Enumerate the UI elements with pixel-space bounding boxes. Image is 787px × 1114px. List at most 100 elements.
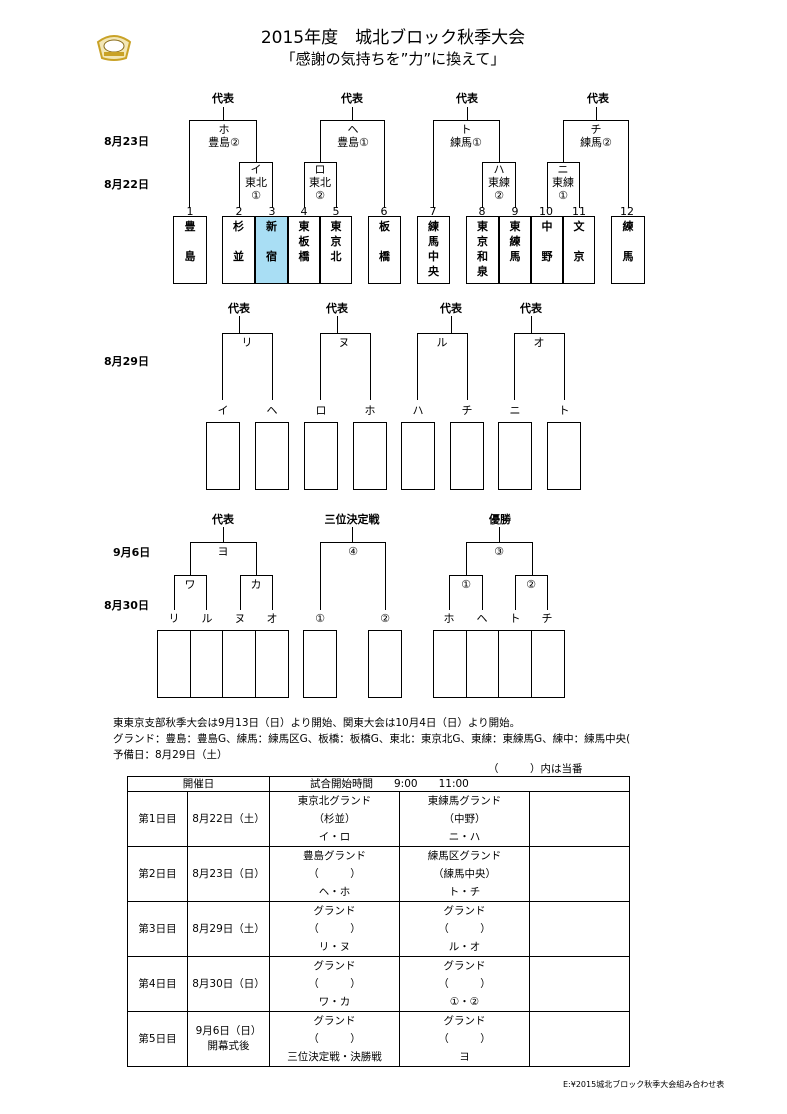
- team-box: [206, 422, 240, 490]
- rep-label: 代表: [456, 92, 478, 105]
- table-cell-empty: [529, 846, 630, 902]
- team-box: [498, 630, 532, 698]
- slot-label: ル: [201, 612, 213, 625]
- ground-host: （ ）: [308, 868, 361, 880]
- page-subtitle: 「感謝の気持ちを”力”に換えて」: [280, 50, 506, 68]
- team-box: [303, 630, 337, 698]
- table-cell-day: 第4日目: [127, 956, 188, 1012]
- slot-label: ホ: [364, 404, 376, 417]
- ground-host: （練馬中央）: [433, 868, 496, 880]
- team-box: [320, 216, 352, 284]
- slot-label: ヘ: [266, 404, 278, 417]
- team-name: 文 京: [573, 220, 585, 263]
- rep-label: 代表: [212, 513, 234, 526]
- table-cell-empty: [529, 1011, 630, 1067]
- rep-label: 代表: [326, 302, 348, 315]
- team-box: [531, 630, 565, 698]
- slot-label: チ: [541, 612, 553, 625]
- team-number: 10: [539, 205, 553, 218]
- match-label: ワ: [184, 578, 196, 591]
- team-name: 東 京 北: [330, 220, 342, 263]
- host-note: （ ）内は当番: [488, 763, 583, 775]
- match-label: ホ 豊島②: [208, 123, 240, 149]
- team-box: [499, 216, 531, 284]
- schedule-table: 開催日 試合開始時間 9:00 11:00 第1日目 8月22日（土） 東京北グ…: [127, 776, 630, 1067]
- ground-name: 東京北グランド: [297, 795, 372, 807]
- table-cell-date: 8月29日（土）: [187, 901, 270, 957]
- team-number: 4: [300, 205, 308, 218]
- rep-label: 代表: [212, 92, 234, 105]
- slot-label: ②: [380, 612, 390, 625]
- match-label: ④: [348, 545, 358, 558]
- team-box: [611, 216, 645, 284]
- ground-name: 豊島グランド: [303, 850, 366, 862]
- table-cell-empty: [529, 791, 630, 847]
- note-line: 予備日：8月29日（土）: [113, 749, 228, 761]
- team-number: 9: [511, 205, 519, 218]
- ground-match: イ・ロ: [318, 831, 351, 843]
- match-label: ③: [494, 545, 504, 558]
- slot-label: リ: [168, 612, 180, 625]
- ground-host: （中野）: [443, 813, 486, 825]
- date-label-sep6: 9月6日: [113, 546, 151, 559]
- team-box: [190, 630, 223, 698]
- ground-host: （ ）: [438, 1033, 491, 1045]
- team-box: [401, 422, 435, 490]
- team-box: [531, 216, 563, 284]
- footer-filepath: E:¥2015城北ブロック秋季大会組み合わせ表: [563, 1080, 725, 1089]
- table-header-times: 試合開始時間 9:00 11:00: [269, 776, 630, 792]
- team-name: 東 練 馬: [509, 220, 521, 263]
- team-number: 12: [620, 205, 634, 218]
- ground-name: グランド: [313, 960, 356, 972]
- match-label: オ: [533, 336, 545, 349]
- table-cell-ground-2: グランド （ ） ル・オ: [399, 901, 530, 957]
- table-cell-day: 第5日目: [127, 1011, 188, 1067]
- ground-match: ヨ: [459, 1051, 470, 1063]
- team-box: [222, 630, 256, 698]
- match-label: イ 東北 ①: [245, 163, 267, 202]
- table-cell-ground-2: グランド （ ） ①・②: [399, 956, 530, 1012]
- team-name: 板 橋: [379, 220, 390, 263]
- team-name: 練 馬 中 央: [428, 220, 439, 278]
- team-box: [417, 216, 450, 284]
- rep-label: 代表: [228, 302, 250, 315]
- ground-match: リ・ヌ: [318, 941, 351, 953]
- team-box: [563, 216, 595, 284]
- ground-host: （ ）: [438, 978, 491, 990]
- slot-label: ホ: [443, 612, 455, 625]
- slot-label: ニ: [509, 404, 521, 417]
- team-name: 東 板 橋: [298, 220, 310, 263]
- ground-name: 東練馬グランド: [427, 795, 502, 807]
- ground-name: グランド: [443, 960, 486, 972]
- rep-label: 代表: [440, 302, 462, 315]
- table-cell-ground-2: 練馬区グランド （練馬中央） ト・チ: [399, 846, 530, 902]
- table-header-row: 開催日 試合開始時間 9:00 11:00: [127, 776, 630, 792]
- ground-match: ニ・ハ: [448, 831, 481, 843]
- table-cell-ground-1: グランド （ ） ワ・カ: [269, 956, 400, 1012]
- rep-label: 代表: [520, 302, 542, 315]
- team-box-highlighted: [255, 216, 288, 284]
- date-label-aug29: 8月29日: [104, 355, 149, 368]
- table-cell-ground-1: グランド （ ） リ・ヌ: [269, 901, 400, 957]
- table-cell-day: 第1日目: [127, 791, 188, 847]
- team-box: [466, 630, 499, 698]
- team-name: 練 馬: [622, 220, 634, 263]
- team-name: 東 京 和 泉: [477, 220, 488, 278]
- team-number: 3: [268, 205, 276, 218]
- slot-label: ①: [315, 612, 325, 625]
- match-label: カ: [250, 578, 262, 591]
- table-cell-ground-1: グランド （ ） 三位決定戦・決勝戦: [269, 1011, 400, 1067]
- match-label: ヘ 豊島①: [337, 123, 369, 149]
- date-label-aug22: 8月22日: [104, 178, 149, 191]
- ground-match: ト・チ: [448, 886, 481, 898]
- team-name: 杉 並: [233, 220, 244, 263]
- table-row: 第3日目 8月29日（土） グランド （ ） リ・ヌ グランド （ ） ル・オ: [127, 901, 630, 957]
- team-name: 中 野: [541, 220, 553, 263]
- team-box: [255, 422, 289, 490]
- championship-label: 優勝: [489, 513, 511, 526]
- ground-name: グランド: [313, 1015, 356, 1027]
- match-label: チ 練馬②: [580, 123, 612, 149]
- page-title: 2015年度 城北ブロック秋季大会: [260, 28, 526, 48]
- ground-host: （ ）: [308, 923, 361, 935]
- team-box: [433, 630, 467, 698]
